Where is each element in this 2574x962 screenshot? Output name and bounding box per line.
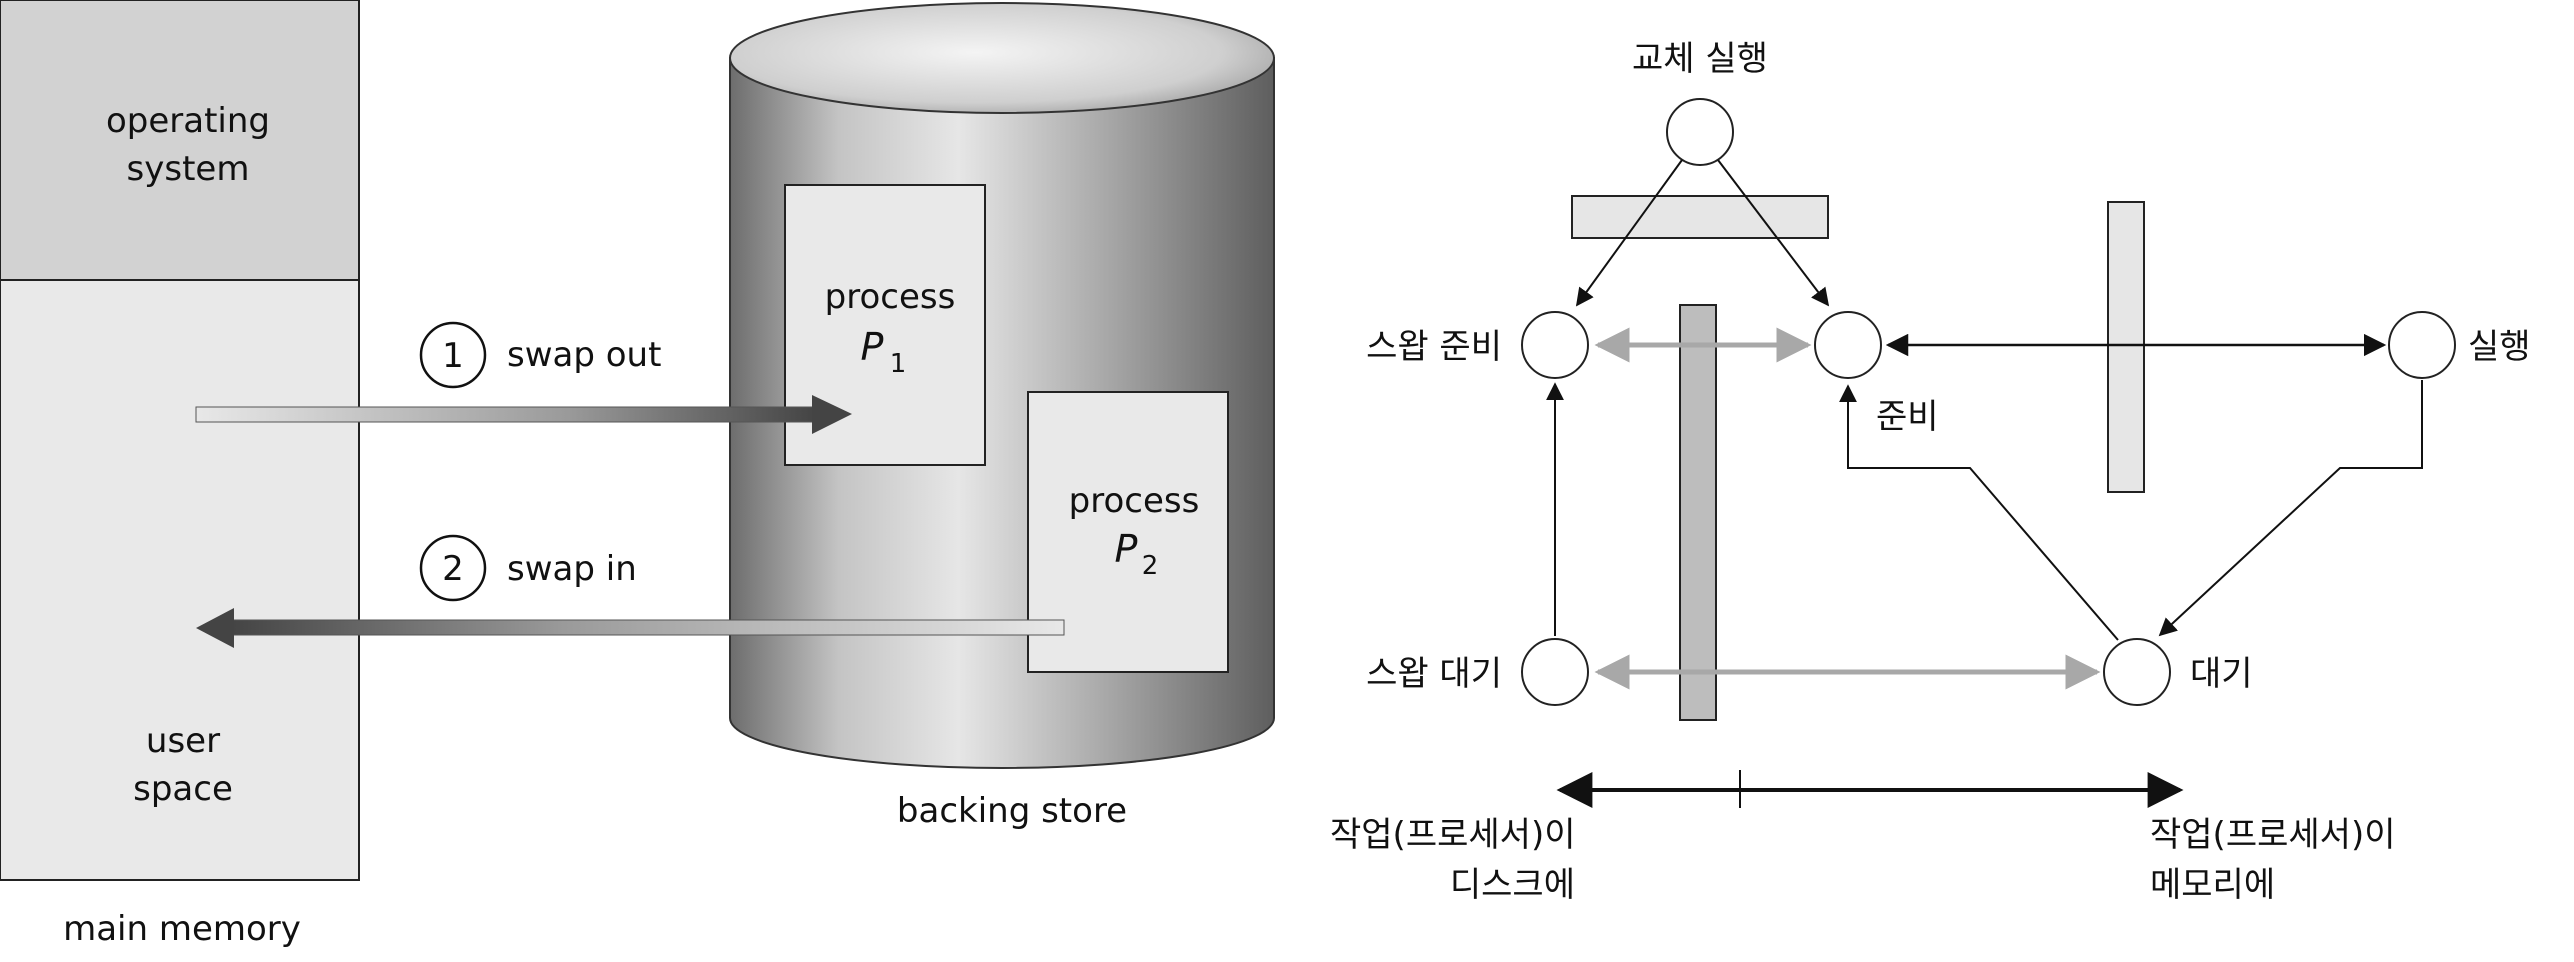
- process-p2-label: process: [1069, 481, 1200, 521]
- swap-out-badge: 1: [419, 321, 487, 389]
- main-memory-label: main memory: [63, 909, 301, 949]
- swap-in-label: swap in: [507, 549, 637, 589]
- disk-label-line2: 디스크에: [1450, 865, 1575, 905]
- memory-label-line1: 작업(프로세서)이: [2150, 815, 2396, 855]
- swap-in-arrow: [196, 608, 1065, 648]
- process-p2-subscript: 2: [1142, 551, 1159, 581]
- swap-out-label: swap out: [507, 335, 661, 375]
- ready-run-bar: [2107, 201, 2145, 493]
- os-label-line1: operating: [106, 101, 270, 141]
- wait-label: 대기: [2190, 654, 2253, 694]
- swap-in-badge: 2: [419, 534, 487, 602]
- os-label-line2: system: [127, 149, 250, 189]
- swap-wait-label: 스왑 대기: [1366, 654, 1502, 694]
- swap-out-arrow: [195, 395, 852, 434]
- process-p1-symbol: P: [861, 325, 884, 369]
- memory-label-line2: 메모리에: [2150, 865, 2275, 905]
- run-node: [2388, 311, 2456, 379]
- user-space-label-line1: user: [146, 721, 220, 761]
- disk-label-line1: 작업(프로세서)이: [1330, 815, 1576, 855]
- ready-node: [1814, 311, 1882, 379]
- swap-ready-label: 스왑 준비: [1366, 327, 1502, 367]
- swap-divider-bar: [1679, 304, 1717, 721]
- wait-node: [2103, 638, 2171, 706]
- ready-label: 준비: [1876, 397, 1939, 437]
- main-memory-block: operating system user space: [0, 0, 360, 881]
- replace-exec-label: 교체 실행: [1632, 39, 1768, 79]
- swap-out-number: 1: [442, 336, 464, 376]
- replace-exec-node: [1666, 98, 1734, 166]
- swap-ready-node: [1521, 311, 1589, 379]
- swap-wait-node: [1521, 638, 1589, 706]
- process-p2-symbol: P: [1115, 527, 1138, 571]
- transition-arrows: [1546, 159, 2423, 808]
- run-label: 실행: [2468, 327, 2531, 367]
- process-p1-label: process: [825, 277, 956, 317]
- swap-in-number: 2: [442, 549, 464, 589]
- user-space-label-line2: space: [133, 769, 233, 809]
- backing-store-label: backing store: [897, 791, 1127, 831]
- process-p1-subscript: 1: [890, 349, 907, 379]
- replace-exec-bar: [1571, 195, 1829, 239]
- process-p1-box: process P 1: [784, 184, 986, 466]
